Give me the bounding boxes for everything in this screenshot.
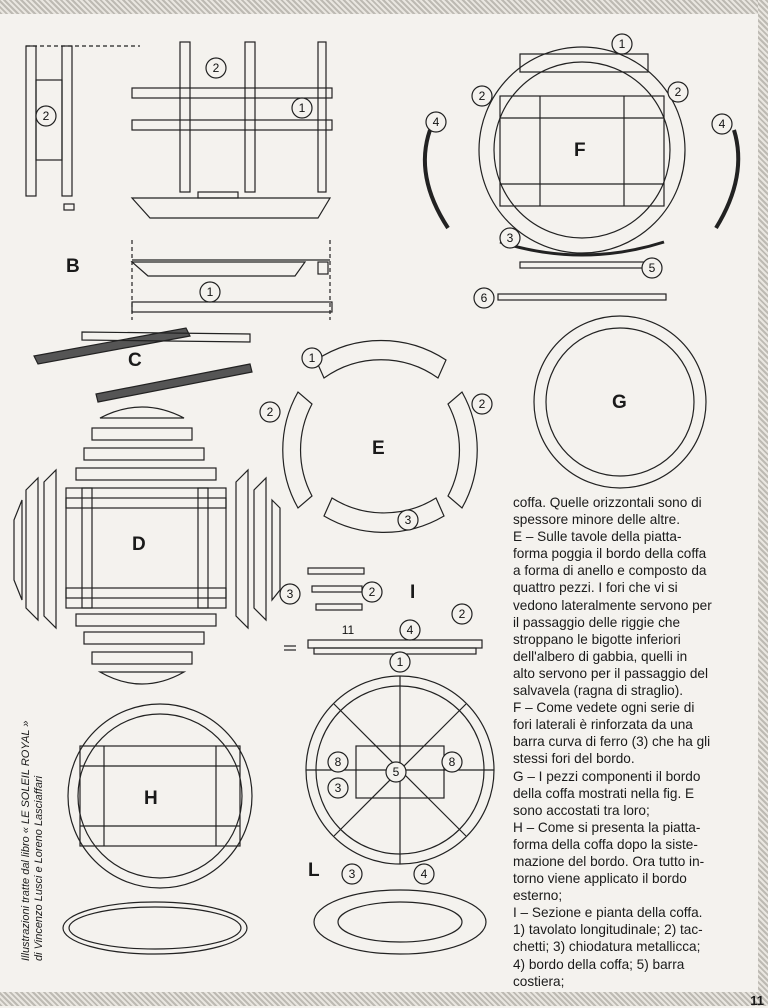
- callout-11: 11: [342, 623, 355, 637]
- decorative-border-bottom: [0, 992, 768, 1006]
- text-line: mazione del bordo. Ora tutto in-: [513, 853, 705, 869]
- callout-6: 6: [481, 291, 488, 305]
- figure-label-f: F: [574, 140, 586, 161]
- callout-2: 2: [675, 85, 682, 99]
- callout-3: 3: [335, 781, 342, 795]
- callout-1: 1: [619, 37, 626, 51]
- callout-3: 3: [507, 231, 514, 245]
- text-line: forma poggia il bordo della coffa: [513, 546, 707, 562]
- figure-label-b: B: [66, 256, 80, 277]
- text-line: costiera;: [513, 973, 565, 989]
- text-line: stessi fori del bordo.: [513, 751, 635, 767]
- callout-4: 4: [407, 623, 414, 637]
- illustration-credit: Illustrazioni tratte dal libro « LE SOLE…: [20, 720, 46, 961]
- text-line: 1) tavolato longitudinale; 2) tac-: [513, 922, 703, 938]
- figure-b-drawing: [25, 41, 333, 320]
- callout-8: 8: [335, 755, 342, 769]
- callout-2: 2: [43, 109, 50, 123]
- figure-f-drawing: [422, 46, 741, 301]
- figure-c-drawing: [33, 327, 253, 403]
- figure-label-i: I: [410, 582, 416, 603]
- callout-2: 2: [213, 61, 220, 75]
- callout-2: 2: [267, 405, 274, 419]
- text-line: esterno;: [513, 888, 563, 904]
- callout-2: 2: [369, 585, 376, 599]
- body-text: coffa. Quelle orizzontali sono di spesso…: [513, 494, 767, 990]
- callout-2: 2: [459, 607, 466, 621]
- figure-e-drawing: [282, 339, 478, 533]
- text-line: sono accostati tra loro;: [513, 802, 650, 818]
- callout-1: 1: [397, 655, 404, 669]
- text-line: E – Sulle tavole della piatta-: [513, 529, 682, 545]
- callout-4: 4: [433, 115, 440, 129]
- callout-1: 1: [299, 101, 306, 115]
- callout-circles: [35, 33, 733, 885]
- text-line: 4) bordo della coffa; 5) barra: [513, 956, 685, 972]
- figure-h-drawing: [62, 703, 253, 955]
- callout-numbers: 1 2 1 2 2 2 4 4 3 5 6 1 1 2 2 3 3 2 2 4 …: [43, 37, 726, 881]
- callout-1: 1: [207, 285, 214, 299]
- text-line: della coffa mostrati nella fig. E: [513, 785, 695, 801]
- callout-3: 3: [349, 867, 356, 881]
- figure-label-c: C: [128, 350, 142, 371]
- text-line: fori laterali è rinforzata da una: [513, 717, 693, 733]
- callout-3: 3: [405, 513, 412, 527]
- callout-2: 2: [479, 89, 486, 103]
- text-line: G – I pezzi componenti il bordo: [513, 768, 701, 784]
- text-line: stroppano le bigotte inferiori: [513, 631, 681, 647]
- figure-label-g: G: [612, 392, 627, 413]
- text-line: coffa. Quelle orizzontali sono di: [513, 495, 702, 510]
- callout-4: 4: [719, 117, 726, 131]
- decorative-border-right: [758, 0, 768, 1006]
- callout-8: 8: [449, 755, 456, 769]
- text-line: barra curva di ferro (3) che ha gli: [513, 734, 711, 750]
- credit-line-2: di Vincenzo Lusci e Loreno Lasciaffari: [33, 775, 45, 961]
- figure-l-drawing: [305, 675, 495, 955]
- figure-label-l: L: [308, 860, 320, 881]
- text-line: I – Sezione e pianta della coffa.: [513, 905, 703, 921]
- figure-g-drawing: [533, 315, 707, 489]
- figure-label-h: H: [144, 788, 158, 809]
- text-line: alto servono per il passaggio del: [513, 665, 708, 681]
- text-line: il passaggio delle riggie che: [513, 614, 681, 630]
- decorative-border-top: [0, 0, 768, 14]
- callout-2: 2: [479, 397, 486, 411]
- text-line: chetti; 3) chiodatura metallicca;: [513, 939, 701, 955]
- callout-4: 4: [421, 867, 428, 881]
- text-line: torno viene applicato il bordo: [513, 871, 687, 887]
- text-line: quattro pezzi. I fori che vi si: [513, 580, 678, 596]
- text-line: a forma di anello e composto da: [513, 563, 707, 579]
- callout-1: 1: [309, 351, 316, 365]
- text-line: forma della coffa dopo la siste-: [513, 836, 698, 852]
- figure-d-drawing: [13, 406, 281, 685]
- credit-line-1: Illustrazioni tratte dal libro « LE SOLE…: [20, 720, 32, 961]
- text-line: F – Come vedete ogni serie di: [513, 700, 695, 716]
- text-line: dell'albero di gabbia, quelli in: [513, 648, 688, 664]
- page-number: 11: [750, 993, 764, 1008]
- text-line: spessore minore delle altre.: [513, 512, 680, 528]
- figure-label-d: D: [132, 534, 146, 555]
- callout-5: 5: [649, 261, 656, 275]
- callout-3: 3: [287, 587, 294, 601]
- figure-label-e: E: [372, 438, 385, 459]
- text-line: vedono lateralmente servono per: [513, 597, 712, 613]
- callout-5: 5: [393, 765, 400, 779]
- text-line: H – Come si presenta la piatta-: [513, 819, 701, 835]
- text-line: salvavela (ragna di straglio).: [513, 683, 684, 699]
